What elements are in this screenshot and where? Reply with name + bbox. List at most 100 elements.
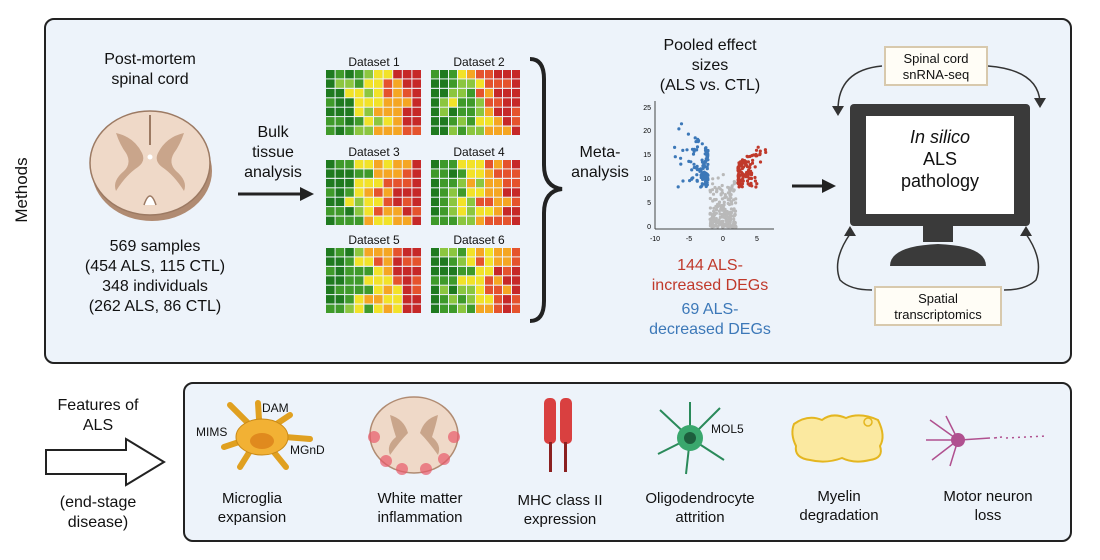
heatmap-cell bbox=[485, 197, 493, 207]
heatmap-cell bbox=[393, 107, 402, 117]
volcano-point bbox=[748, 163, 752, 167]
heatmap-cell bbox=[354, 207, 364, 216]
heatmap-cell bbox=[335, 248, 345, 257]
heatmap-cell bbox=[476, 248, 484, 257]
heatmap-cell bbox=[503, 70, 511, 79]
heatmap-cell bbox=[383, 70, 393, 79]
heatmap-cell bbox=[383, 169, 393, 178]
y-tick: 0 bbox=[647, 224, 651, 231]
heatmap-cell bbox=[364, 295, 373, 304]
heatmap-cell bbox=[512, 207, 520, 216]
volcano-point bbox=[737, 175, 741, 179]
heatmap-cell bbox=[374, 98, 383, 107]
heatmap-cell bbox=[449, 216, 457, 225]
heatmap-cell bbox=[335, 79, 345, 88]
heatmap-cell bbox=[494, 304, 502, 313]
heatmap-cell bbox=[476, 257, 484, 266]
heatmap-cell bbox=[402, 276, 412, 285]
heatmap-cell bbox=[485, 248, 493, 257]
volcano-point bbox=[729, 196, 733, 200]
volcano-point bbox=[715, 220, 719, 224]
heatmap-cell bbox=[402, 285, 412, 295]
volcano-point bbox=[695, 164, 699, 168]
mol5-tag: MOL5 bbox=[711, 422, 744, 436]
heatmap-cell bbox=[383, 304, 393, 313]
heatmap-cell bbox=[512, 216, 520, 225]
heatmap-cell bbox=[374, 257, 383, 266]
dataset-2-label: Dataset 2 bbox=[453, 55, 505, 69]
heatmap-cell bbox=[476, 79, 484, 88]
volcano-point bbox=[714, 207, 718, 212]
heatmap-cell bbox=[440, 207, 448, 216]
end-stage-label: (end-stage disease) bbox=[59, 494, 137, 531]
heatmap-cell bbox=[402, 79, 412, 88]
heatmap-cell bbox=[402, 216, 412, 225]
heatmap-cell bbox=[467, 285, 475, 295]
volcano-point bbox=[748, 165, 752, 170]
volcano-point bbox=[740, 173, 744, 177]
heatmap-cell bbox=[512, 285, 520, 295]
heatmap-cell bbox=[458, 285, 466, 295]
volcano-point bbox=[754, 185, 758, 189]
heatmap-cell bbox=[326, 117, 335, 126]
heatmap-cell bbox=[485, 207, 493, 216]
heatmap-cell bbox=[345, 79, 354, 88]
heatmap-cell bbox=[354, 79, 364, 88]
volcano-point bbox=[741, 161, 746, 165]
volcano-point bbox=[764, 150, 768, 154]
heatmap-cell bbox=[374, 248, 383, 257]
heatmap-cell bbox=[476, 188, 484, 197]
heatmap-cell bbox=[431, 88, 439, 98]
heatmap-cell bbox=[374, 216, 383, 225]
heatmap-cell bbox=[494, 88, 502, 98]
volcano-point bbox=[736, 178, 740, 182]
heatmap-cell bbox=[503, 197, 511, 207]
heatmap-cell bbox=[449, 88, 457, 98]
heatmap-cell bbox=[393, 207, 402, 216]
heatmap-cell bbox=[326, 285, 335, 295]
heatmap-cell bbox=[503, 178, 511, 188]
volcano-point bbox=[738, 168, 742, 172]
heatmap-cell bbox=[345, 276, 354, 285]
volcano-point bbox=[695, 145, 700, 149]
volcano-point bbox=[750, 184, 754, 188]
heatmap-cell bbox=[354, 70, 364, 79]
volcano-point bbox=[745, 179, 750, 183]
volcano-point bbox=[698, 167, 702, 172]
heatmap-cell bbox=[402, 88, 412, 98]
heatmap-cell bbox=[431, 178, 439, 188]
heatmap-cell bbox=[335, 304, 345, 313]
heatmap-cell bbox=[431, 197, 439, 207]
heatmap-cell bbox=[412, 70, 421, 79]
heatmap-cell bbox=[354, 266, 364, 276]
heatmap-cell bbox=[440, 257, 448, 266]
heatmap-cell bbox=[354, 178, 364, 188]
heatmap-cell bbox=[431, 276, 439, 285]
volcano-point bbox=[740, 178, 744, 182]
heatmap-cell bbox=[326, 88, 335, 98]
heatmap-cell bbox=[364, 188, 373, 197]
volcano-point bbox=[686, 132, 690, 136]
heatmap-cell bbox=[326, 248, 335, 257]
volcano-point bbox=[691, 152, 696, 156]
heatmap-cell bbox=[402, 197, 412, 207]
heatmap-cell bbox=[345, 160, 354, 169]
heatmap-cell bbox=[449, 178, 457, 188]
volcano-point bbox=[749, 169, 753, 173]
volcano-point bbox=[691, 176, 695, 180]
volcano-point bbox=[711, 216, 715, 220]
volcano-point bbox=[681, 179, 685, 183]
volcano-point bbox=[705, 172, 709, 177]
volcano-point bbox=[727, 218, 731, 222]
heatmap-cell bbox=[485, 79, 493, 88]
heatmap-cell bbox=[383, 98, 393, 107]
volcano-point bbox=[720, 225, 725, 229]
heatmap-cell bbox=[326, 266, 335, 276]
volcano-point bbox=[737, 181, 742, 185]
heatmap-cell bbox=[393, 126, 402, 135]
feature-label-white-matter: White matter inflammation bbox=[377, 490, 463, 526]
heatmap-cell bbox=[494, 257, 502, 266]
heatmap-cell bbox=[431, 126, 439, 135]
volcano-point bbox=[720, 212, 725, 216]
heatmap-cell bbox=[393, 178, 402, 188]
